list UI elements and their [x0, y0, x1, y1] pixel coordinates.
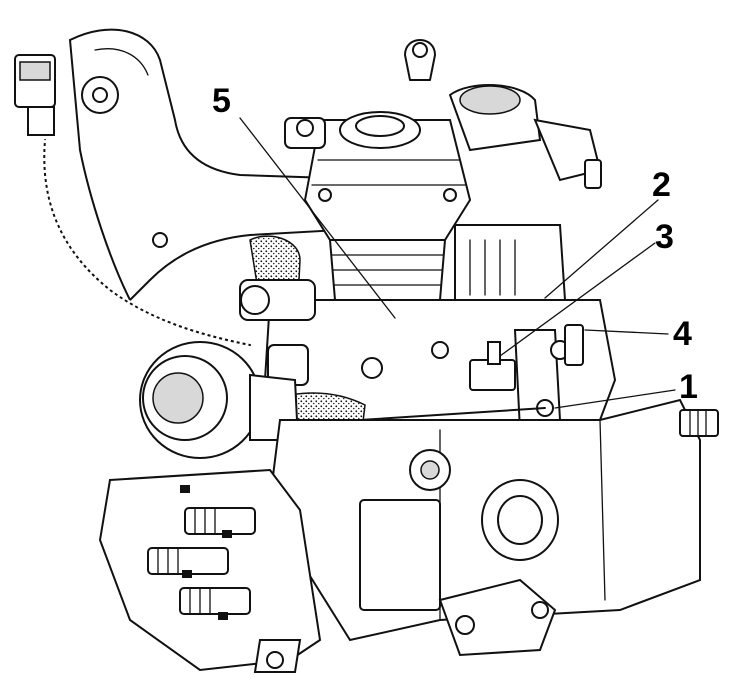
leader-2 [544, 199, 659, 299]
callout-labels: 5 2 3 4 1 [212, 82, 698, 406]
solenoid-cap [448, 84, 602, 189]
left-top-fitting [284, 117, 326, 149]
callout-1-label: 1 [679, 368, 698, 406]
wiring-harness [41, 139, 251, 348]
callout-3-label: 3 [655, 218, 674, 256]
callout-4-label: 4 [673, 315, 692, 353]
callout-5-label: 5 [212, 82, 231, 120]
pump-main-housing [268, 398, 719, 657]
delivery-valves [147, 485, 256, 620]
callout-2-label: 2 [652, 166, 671, 204]
leader-4 [584, 329, 669, 335]
leader-3 [499, 242, 656, 357]
leader-5 [239, 117, 396, 319]
electrical-connector [14, 54, 56, 136]
lift-eye [404, 39, 436, 81]
fuel-line-fittings [239, 235, 316, 386]
leader-1 [554, 389, 676, 409]
mounting-bracket [68, 28, 342, 302]
callout-leaders [239, 117, 676, 409]
boost-housing [303, 111, 472, 241]
